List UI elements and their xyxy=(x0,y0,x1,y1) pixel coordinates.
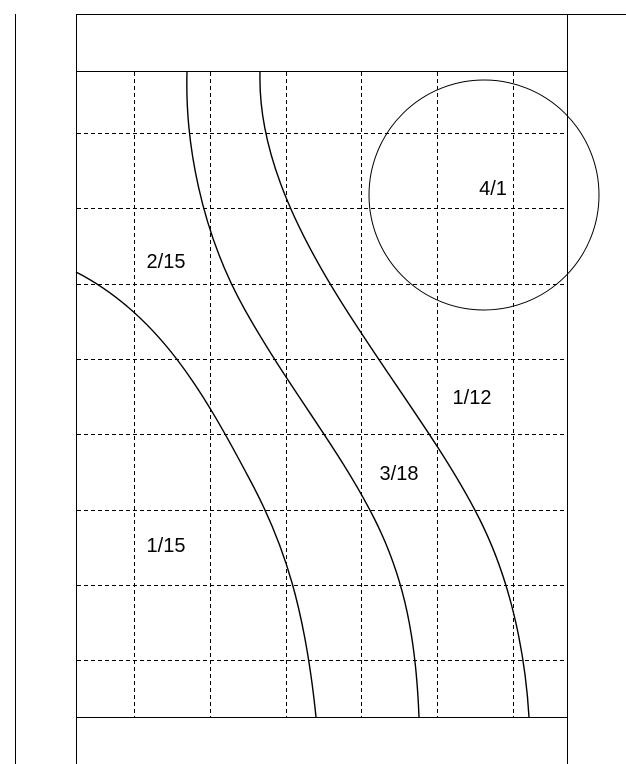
curve-right xyxy=(259,71,530,718)
label-upper-left: 2/15 xyxy=(147,251,186,273)
label-circle: 4/1 xyxy=(479,178,507,200)
curve-left xyxy=(75,271,317,718)
curve-middle xyxy=(186,71,420,718)
circle-parcel xyxy=(368,79,600,311)
grid-vertical xyxy=(134,72,514,717)
label-lower-left: 1/15 xyxy=(147,535,186,557)
label-middle: 3/18 xyxy=(380,463,419,485)
label-right: 1/12 xyxy=(453,387,492,409)
top-band xyxy=(76,14,568,72)
grid-horizontal xyxy=(77,133,567,661)
